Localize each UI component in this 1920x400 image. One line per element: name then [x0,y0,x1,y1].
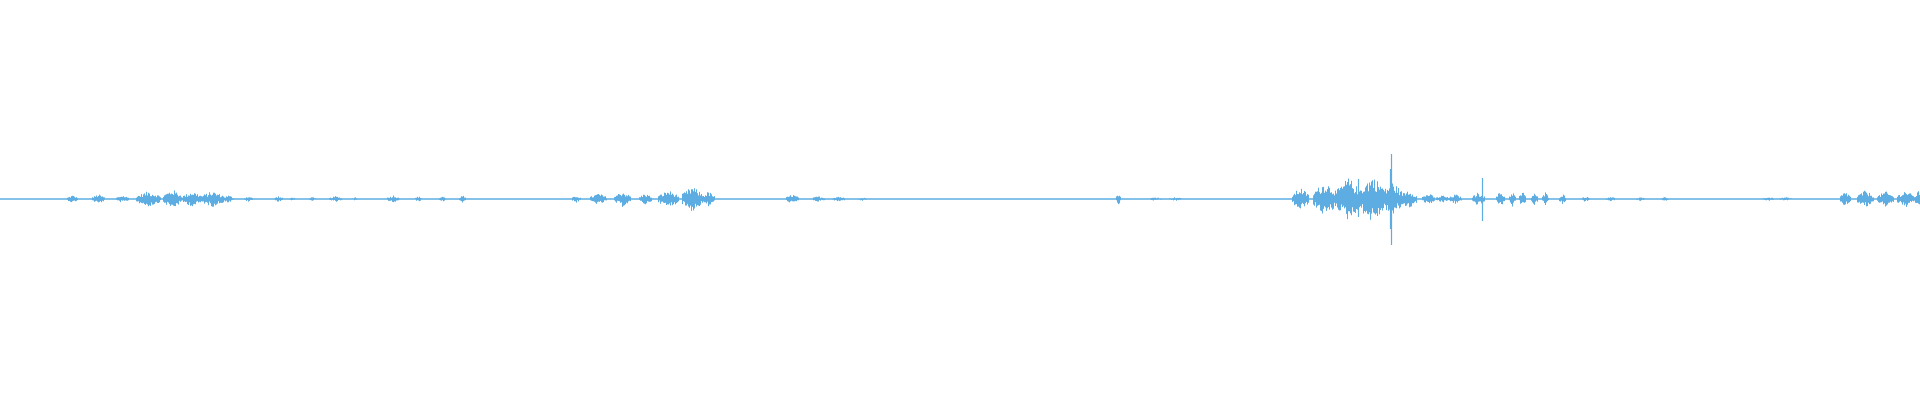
waveform-amplitude-bars [67,154,1920,245]
